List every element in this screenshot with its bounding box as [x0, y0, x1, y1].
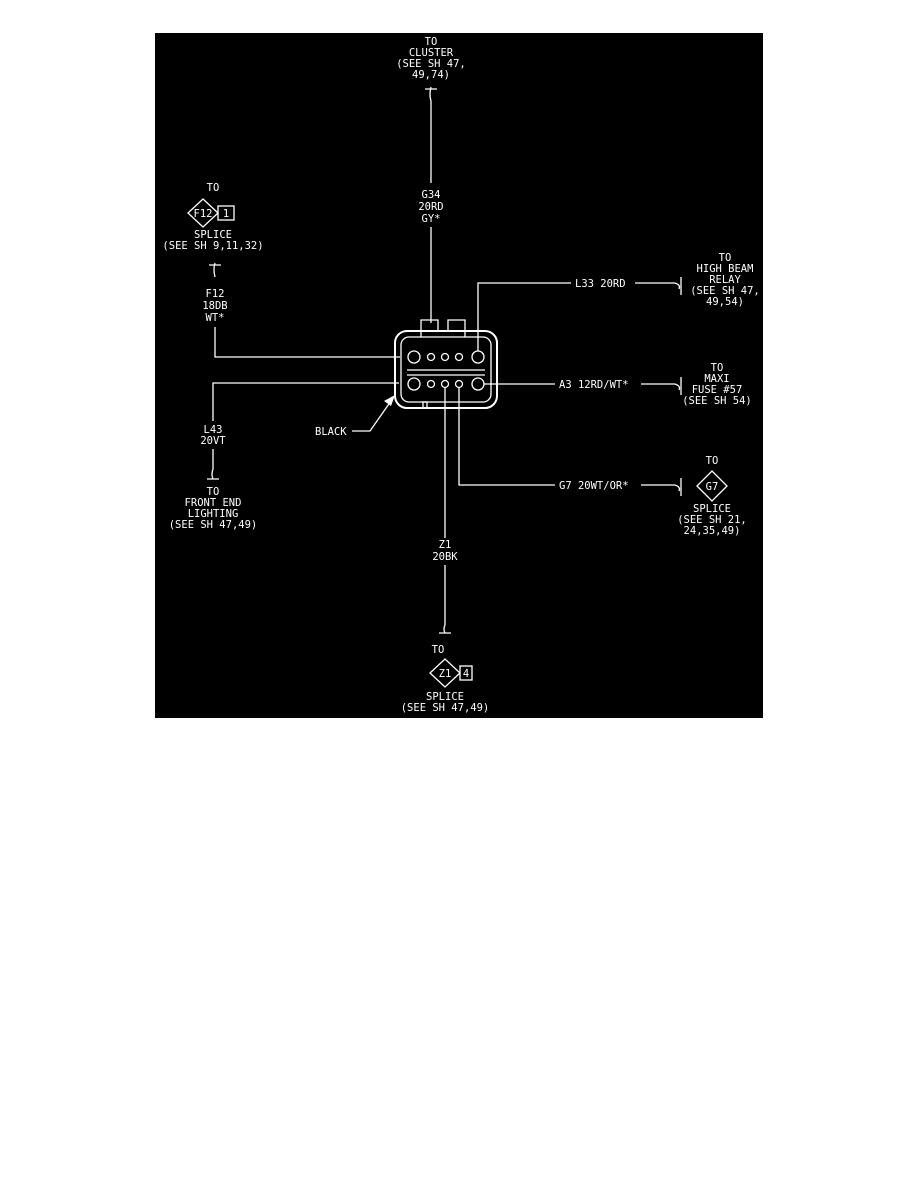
- wire-g34-label: G34 20RD GY*: [418, 189, 443, 225]
- wire-f12-label: F12 18DB WT*: [202, 288, 227, 324]
- connector-pointer-arrowhead: [384, 395, 395, 406]
- high-beam-relay-destination-label: TO HIGH BEAM RELAY (SEE SH 47, 49,54): [690, 252, 760, 308]
- z1-splice-id: Z1: [439, 668, 452, 680]
- wire-g7-label: G7 20WT/OR*: [559, 480, 629, 492]
- wire-l33: [477, 282, 571, 351]
- svg-text:GY*: GY*: [422, 213, 441, 225]
- z1-splice-symbol: Z1 4: [429, 658, 473, 688]
- svg-text:LIGHTING: LIGHTING: [188, 508, 239, 520]
- cavity-1: [407, 350, 421, 364]
- svg-text:20RD: 20RD: [418, 201, 443, 213]
- l43-break-symbol: [207, 468, 219, 480]
- wire-a3-label: A3 12RD/WT*: [559, 379, 629, 391]
- wire-l43-label: L43 20VT: [200, 424, 226, 447]
- cavity-6: [407, 377, 421, 391]
- svg-text:WT*: WT*: [206, 312, 225, 324]
- svg-text:(SEE SH 47,: (SEE SH 47,: [690, 285, 760, 297]
- wiring-diagram: TO CLUSTER (SEE SH 47, 49,74) G34 20RD G…: [155, 33, 763, 718]
- wire-z1-label: Z1 20BK: [432, 539, 458, 563]
- f12-break-symbol: [209, 262, 221, 278]
- g7-splice-symbol: G7: [696, 470, 728, 502]
- svg-text:(SEE SH 47,: (SEE SH 47,: [396, 58, 466, 70]
- svg-text:FRONT END: FRONT END: [185, 497, 242, 509]
- svg-text:SPLICE: SPLICE: [194, 229, 232, 241]
- svg-text:(SEE SH 54): (SEE SH 54): [682, 395, 752, 407]
- cluster-destination-label: TO CLUSTER (SEE SH 47, 49,74): [396, 36, 466, 81]
- svg-text:(SEE SH 21,: (SEE SH 21,: [677, 514, 747, 526]
- svg-text:L43: L43: [204, 424, 223, 436]
- a3-break-symbol: [674, 377, 682, 395]
- svg-text:49,54): 49,54): [706, 296, 744, 308]
- svg-text:(SEE SH 47,49): (SEE SH 47,49): [169, 519, 258, 531]
- wire-l43-upper: [212, 382, 399, 421]
- f12-to-label: TO: [207, 182, 220, 194]
- svg-text:20VT: 20VT: [200, 435, 226, 447]
- svg-text:24,35,49): 24,35,49): [684, 525, 741, 537]
- z1-destination-label: SPLICE (SEE SH 47,49): [401, 691, 490, 714]
- wire-g7: [458, 387, 555, 486]
- connector-pointer-arrow: [352, 400, 392, 432]
- f12-splice-pin: 1: [223, 208, 229, 220]
- svg-text:F12: F12: [206, 288, 225, 300]
- cavity-7: [426, 379, 436, 389]
- svg-text:HIGH BEAM: HIGH BEAM: [697, 263, 754, 275]
- svg-text:(SEE SH 9,11,32): (SEE SH 9,11,32): [162, 240, 263, 252]
- g7-destination-label: SPLICE (SEE SH 21, 24,35,49): [677, 503, 747, 537]
- wire-l33-label: L33 20RD: [575, 278, 626, 290]
- maxi-fuse-destination-label: TO MAXI FUSE #57 (SEE SH 54): [682, 362, 752, 407]
- front-end-lighting-destination-label: TO FRONT END LIGHTING (SEE SH 47,49): [169, 486, 258, 531]
- wire-f12: [214, 327, 400, 358]
- f12-splice-id: F12: [194, 208, 213, 220]
- z1-to-label: TO: [432, 644, 445, 656]
- svg-text:20BK: 20BK: [432, 551, 458, 563]
- g7-to-label: TO: [706, 455, 719, 467]
- svg-text:TO: TO: [711, 362, 724, 374]
- svg-text:(SEE SH 47,49): (SEE SH 47,49): [401, 702, 490, 714]
- connector-body: [394, 319, 498, 409]
- svg-text:G34: G34: [422, 189, 441, 201]
- z1-break-symbol: [439, 624, 451, 634]
- f12-splice-symbol: F12 1: [187, 198, 235, 228]
- g7-splice-id: G7: [706, 481, 719, 493]
- cluster-break-symbol: [425, 86, 437, 102]
- svg-text:TO: TO: [207, 486, 220, 498]
- cavity-2: [426, 352, 436, 362]
- z1-splice-pin: 4: [463, 668, 469, 680]
- connector-color-label: BLACK: [315, 426, 347, 438]
- f12-destination-label: SPLICE (SEE SH 9,11,32): [162, 229, 263, 252]
- svg-text:TO: TO: [425, 36, 438, 48]
- svg-text:FUSE #57: FUSE #57: [692, 384, 743, 396]
- svg-text:18DB: 18DB: [202, 300, 227, 312]
- svg-text:MAXI: MAXI: [704, 373, 729, 385]
- svg-text:RELAY: RELAY: [709, 274, 741, 286]
- svg-text:TO: TO: [719, 252, 732, 264]
- svg-text:SPLICE: SPLICE: [426, 691, 464, 703]
- svg-text:SPLICE: SPLICE: [693, 503, 731, 515]
- svg-text:49,74): 49,74): [412, 69, 450, 81]
- svg-text:CLUSTER: CLUSTER: [409, 47, 454, 59]
- l33-break-symbol: [674, 277, 682, 295]
- cavity-3: [440, 352, 450, 362]
- g7-break-symbol: [674, 478, 682, 496]
- svg-text:Z1: Z1: [439, 539, 452, 551]
- cavity-4: [454, 352, 464, 362]
- wiring-diagram-canvas: TO CLUSTER (SEE SH 47, 49,74) G34 20RD G…: [155, 33, 763, 718]
